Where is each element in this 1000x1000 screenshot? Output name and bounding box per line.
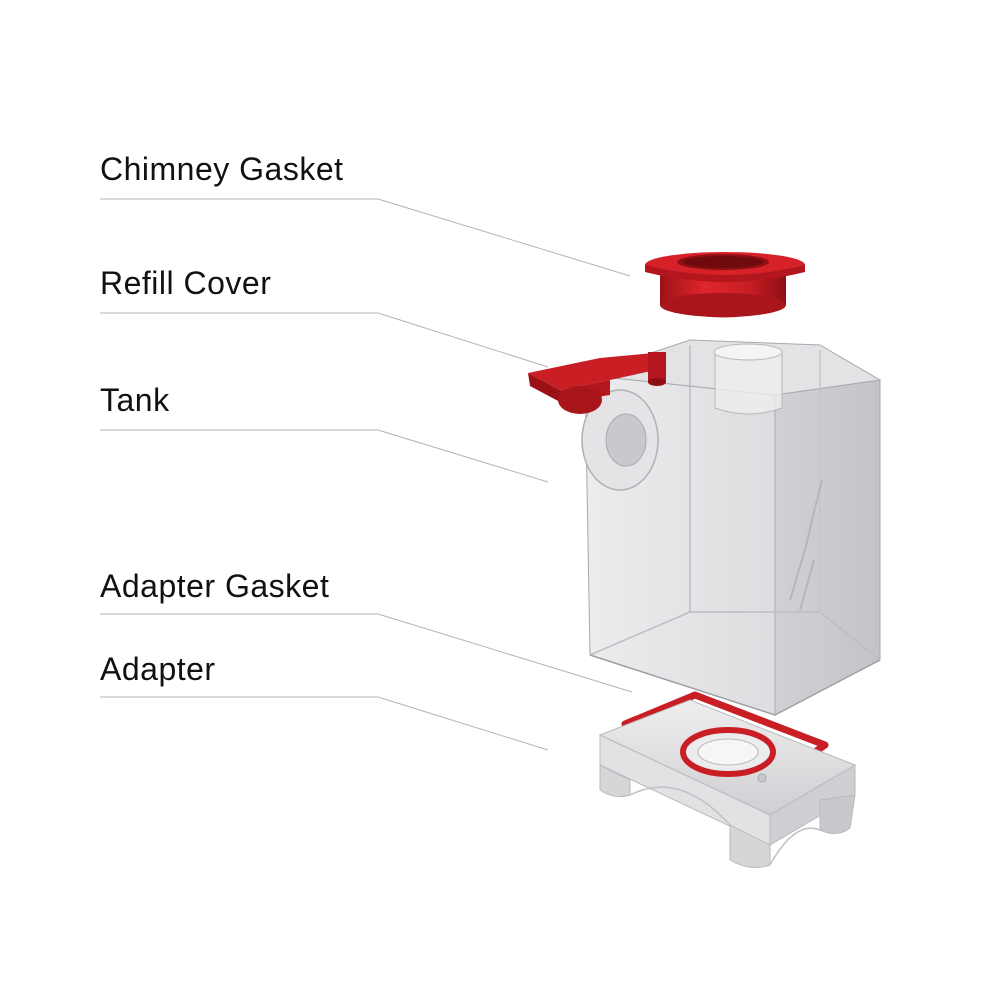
leader-adapter (100, 697, 548, 750)
label-chimney-gasket: Chimney Gasket (100, 153, 344, 185)
label-refill-cover: Refill Cover (100, 267, 271, 299)
label-adapter-gasket: Adapter Gasket (100, 570, 329, 602)
tank-part (582, 340, 880, 715)
leader-refill-cover (100, 313, 548, 367)
adapter-part (600, 700, 855, 868)
label-tank: Tank (100, 384, 170, 416)
label-adapter: Adapter (100, 653, 216, 685)
leader-tank (100, 430, 548, 482)
chimney-gasket-part (645, 252, 805, 318)
